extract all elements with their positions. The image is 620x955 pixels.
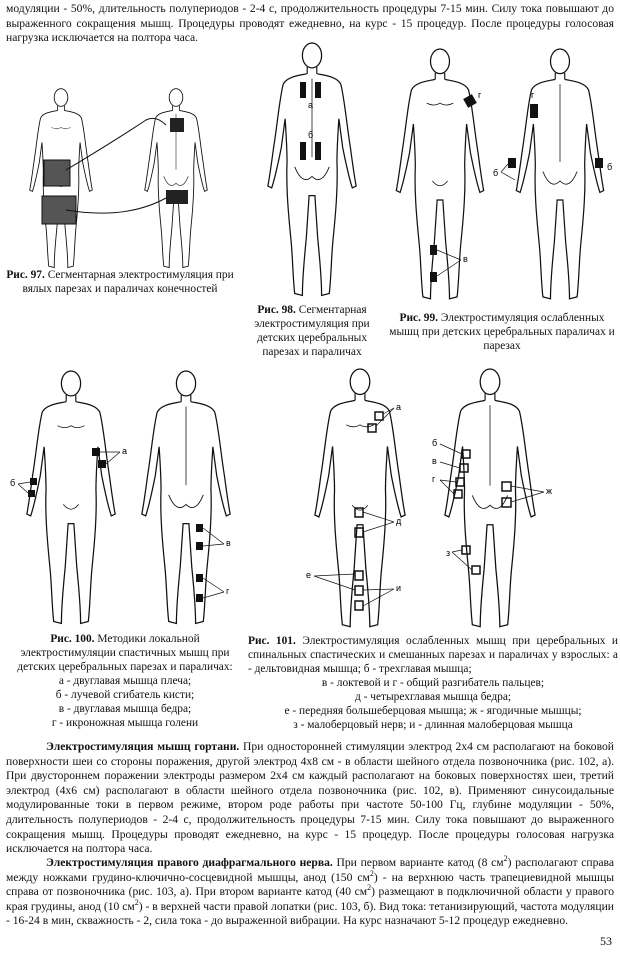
figure-number: Рис. 98. xyxy=(257,304,296,316)
paragraph-text: ) - на верхнюю часть трапециевидной мышц… xyxy=(6,870,614,899)
caption-line: з - малоберцовый нерв; и - длинная малоб… xyxy=(293,719,573,731)
electrode xyxy=(354,570,364,581)
electrode xyxy=(430,272,437,282)
label: г xyxy=(531,90,535,100)
electrode xyxy=(196,574,203,582)
figure-100-illustration: а б в г xyxy=(6,368,246,628)
figure-98-illustration: а б xyxy=(252,40,372,300)
electrode xyxy=(43,159,71,187)
caption-text: Электростимуляция ослабленных мышц при ц… xyxy=(248,635,618,675)
paragraph-text: ) - в верхней части правой лопатки (рис.… xyxy=(6,899,614,928)
electrode xyxy=(354,585,364,596)
top-paragraph: модуляции - 50%, длительность полупериод… xyxy=(6,2,614,45)
caption-line: в - локтевой и г - общий разгибатель пал… xyxy=(321,677,545,689)
label: г xyxy=(432,474,436,484)
label: г xyxy=(226,586,230,596)
electrode xyxy=(354,600,364,611)
caption-line: д - четырехглавая мышца бедра; xyxy=(354,691,512,703)
label: е xyxy=(306,570,311,580)
electrode xyxy=(170,118,184,132)
electrode xyxy=(354,507,364,518)
figure-99-caption: Рис. 99. Электростимуляция ослабленных м… xyxy=(386,311,618,353)
caption-line: б - лучевой сгибатель кисти; xyxy=(55,689,195,701)
superscript: 2 xyxy=(134,897,139,907)
label: в xyxy=(463,254,468,264)
electrode xyxy=(98,460,106,468)
caption-text: Методики локальной электростимуляции спа… xyxy=(17,633,233,673)
caption-line: а - двуглавая мышца плеча; xyxy=(58,675,192,687)
paragraph-text: При первом варианте катод (8 см xyxy=(332,856,504,869)
electrode xyxy=(530,104,538,118)
electrode xyxy=(166,190,188,204)
electrode xyxy=(354,527,364,538)
label: в xyxy=(226,538,231,548)
electrode xyxy=(430,245,437,255)
electrode xyxy=(300,142,306,160)
label: з xyxy=(446,548,450,558)
label: б xyxy=(493,168,498,178)
label: а xyxy=(308,100,313,110)
figure-101-illustration: а б в г д е и ж з xyxy=(300,366,600,634)
figure-number: Рис. 99. xyxy=(399,312,439,324)
figure-100-caption: Рис. 100. Методики локальной электростим… xyxy=(6,632,244,730)
electrode xyxy=(501,497,512,508)
electrode xyxy=(501,481,512,492)
electrode xyxy=(367,423,377,433)
label: г xyxy=(478,90,482,100)
superscript: 2 xyxy=(503,854,508,864)
label: и xyxy=(396,583,401,593)
paragraph-text: ) размещают в подключичной области у пра… xyxy=(6,885,614,913)
caption-line: е - передняя большеберцовая мышца; ж - я… xyxy=(284,705,582,717)
electrode xyxy=(41,195,77,225)
electrode xyxy=(315,82,321,98)
figure-98-caption: Рис. 98. Сегментарная электростимуляция … xyxy=(244,303,380,359)
label: д xyxy=(396,516,402,526)
figure-number: Рис. 101. xyxy=(248,635,296,647)
figure-number: Рис. 97. xyxy=(6,269,45,281)
superscript: 2 xyxy=(367,883,372,893)
figure-97-illustration xyxy=(6,80,231,270)
caption-text: Сегментарная электростимуляция при вялых… xyxy=(22,269,234,295)
paragraph-text: При односторонней стимуляции электрод 2х… xyxy=(6,740,614,856)
label: б xyxy=(432,438,437,448)
electrode xyxy=(196,594,203,602)
electrode xyxy=(471,565,481,575)
figure-101-caption: Рис. 101. Электростимуляция ослабленных … xyxy=(248,634,618,732)
page-number: 53 xyxy=(600,934,612,948)
electrode xyxy=(508,158,516,168)
label: а xyxy=(396,402,401,412)
caption-text: Сегментарная электростимуляция при детск… xyxy=(254,304,370,358)
paragraph-text: ) располагают справа между ножками груди… xyxy=(6,856,615,884)
paragraph-title: Электростимуляция мышц гортани. xyxy=(46,740,240,753)
figure-97-caption: Рис. 97. Сегментарная электростимуляция … xyxy=(6,268,234,296)
figure-number: Рис. 100. xyxy=(50,633,95,645)
electrode xyxy=(92,448,100,456)
label: б xyxy=(607,162,612,172)
electrode xyxy=(595,158,603,168)
caption-line: г - икроножная мышца голени xyxy=(51,717,199,729)
paragraph-phrenic: Электростимуляция правого диафрагмальног… xyxy=(6,854,615,929)
electrode xyxy=(28,490,35,497)
electrode xyxy=(315,142,321,160)
paragraph-larynx: Электростимуляция мышц гортани. При одно… xyxy=(6,740,614,857)
electrode xyxy=(374,411,384,421)
electrode xyxy=(30,478,37,485)
electrode xyxy=(196,524,203,532)
label: а xyxy=(122,446,127,456)
caption-line: в - двуглавая мышца бедра; xyxy=(58,703,192,715)
paragraph-title: Электростимуляция правого диафрагмальног… xyxy=(46,856,333,869)
caption-text: Электростимуляция ослабленных мышц при д… xyxy=(389,312,615,352)
label: б xyxy=(10,478,15,488)
electrode xyxy=(300,82,306,98)
electrode xyxy=(463,94,477,108)
superscript: 2 xyxy=(369,868,374,878)
label: ж xyxy=(546,486,552,496)
figure-99-illustration: г г б б в xyxy=(385,40,617,310)
electrode xyxy=(196,542,203,550)
label: б xyxy=(308,130,313,140)
label: в xyxy=(432,456,437,466)
